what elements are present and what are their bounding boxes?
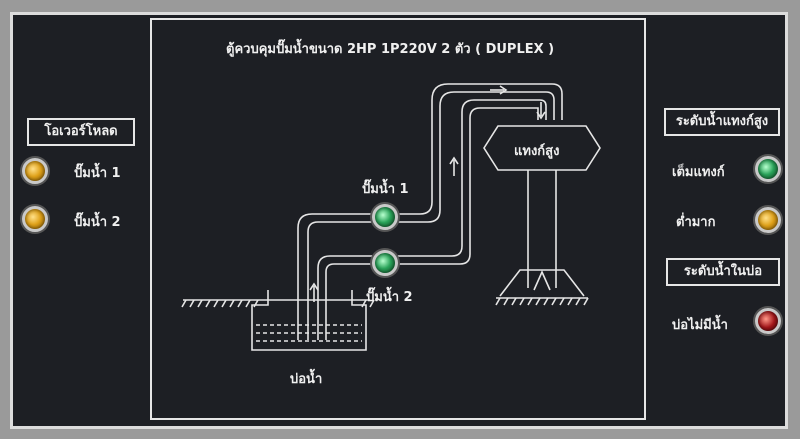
tank-level-header: ระดับน้ำแทงก์สูง [664,108,780,136]
ground-hatch-right [495,297,589,306]
well-empty-lamp [755,308,781,334]
pipe2-discharge-inner [398,107,539,265]
pump1-status-lamp [372,204,398,230]
tank-full-lamp [755,156,781,182]
well-level-header: ระดับน้ำในบ่อ [666,258,780,286]
tank-full-label: เต็มแทงก์ [672,165,725,180]
control-panel [10,12,788,429]
ground-hatch-left [181,299,375,308]
pipe1-discharge-inner [398,91,555,223]
overload-header: โอเวอร์โหลด [27,118,135,146]
overload-pump2-lamp [22,206,48,232]
pump1-diagram-label: ปั๊มน้ำ 1 [362,182,409,197]
pipe1-suction-inner [307,221,372,340]
tank-base-inner [533,270,551,291]
pipe1-discharge [398,83,563,215]
pump2-diagram-label: ปั๊มน้ำ 2 [366,290,413,305]
pipe2-discharge [398,99,547,257]
pipe2-suction-inner [325,263,372,340]
panel-title: ตู้ควบคุมปั๊มน้ำขนาด 2HP 1P220V 2 ตัว ( … [226,42,555,57]
high-tank-label: แทงก์สูง [514,144,560,159]
pipe2-suction [317,255,372,340]
overload-pump1-label: ปั๊มน้ำ 1 [74,166,121,181]
well-water [256,324,362,342]
pump2-status-lamp [372,250,398,276]
well-label: บ่อน้ำ [290,372,323,387]
well-outline [251,290,367,351]
pipe1-suction [297,213,372,340]
overload-pump1-lamp [22,158,48,184]
diagram-frame [150,18,646,420]
tank-base [499,269,585,297]
tank-low-lamp [755,207,781,233]
well-empty-label: บ่อไม่มีน้ำ [672,318,728,333]
flow-arrows [309,85,546,302]
high-tank-shape [483,125,601,171]
overload-pump2-label: ปั๊มน้ำ 2 [74,215,121,230]
tank-low-label: ต่ำมาก [676,215,716,230]
